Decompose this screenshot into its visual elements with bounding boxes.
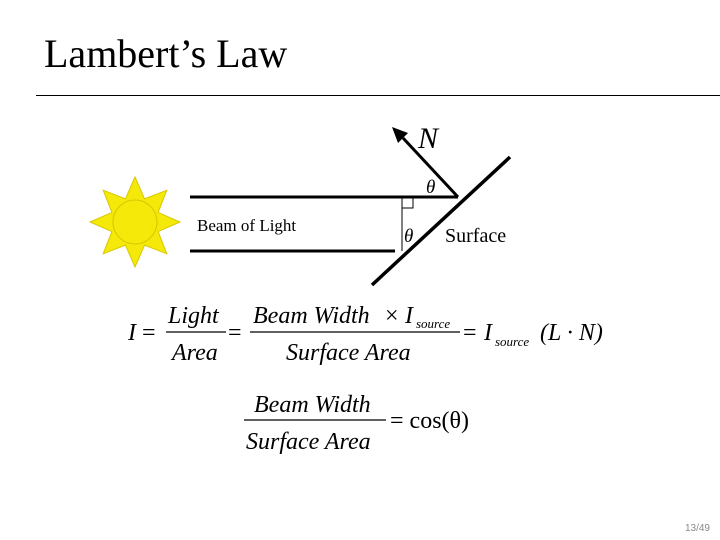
surface-line [370,155,512,287]
beam-label: Beam of Light [197,216,296,235]
normal-arrow-line [401,136,460,199]
lambert-equation: I = Light Area = Beam Width × I source S… [128,303,603,366]
eq2-den: Surface Area [246,429,371,455]
eq1-frac2-num-sub: source [416,316,450,331]
slide-title: Lambert’s Law [44,31,288,76]
lambert-diagram: N θ θ Beam of Light Surface [88,122,512,287]
eq1-frac2-num-i: I [404,303,414,329]
eq1-rhs-sub: source [495,334,529,349]
eq1-lhs: I [128,320,137,346]
eq1-frac1-den: Area [170,340,218,366]
eq2-num: Beam Width [254,392,371,418]
eq1-frac2-num-beam: Beam Width [253,303,370,329]
theta-label-bottom: θ [404,226,413,247]
eq1-rhs-i: I [483,320,493,346]
eq1-equals-1: = [142,320,156,346]
eq1-frac2-times: × [385,303,399,329]
title-divider [36,95,720,96]
eq1-frac2-den: Surface Area [286,340,411,366]
sun-icon [88,175,182,269]
eq1-rhs-paren: (L · N) [540,320,603,346]
eq1-equals-3: = [463,320,477,346]
eq1-equals-2: = [228,320,242,346]
normal-arrow-head [392,127,408,143]
slide-number: 13/49 [684,523,710,534]
eq2-rhs: = cos(θ) [390,408,469,434]
normal-label: N [417,122,440,155]
eq1-frac1-num: Light [167,303,220,329]
right-angle-marker [401,196,414,209]
theta-label-top: θ [426,177,435,198]
cosine-equation: Beam Width Surface Area = cos(θ) [244,392,469,455]
surface-label: Surface [445,225,506,247]
sun-disc [112,199,158,245]
